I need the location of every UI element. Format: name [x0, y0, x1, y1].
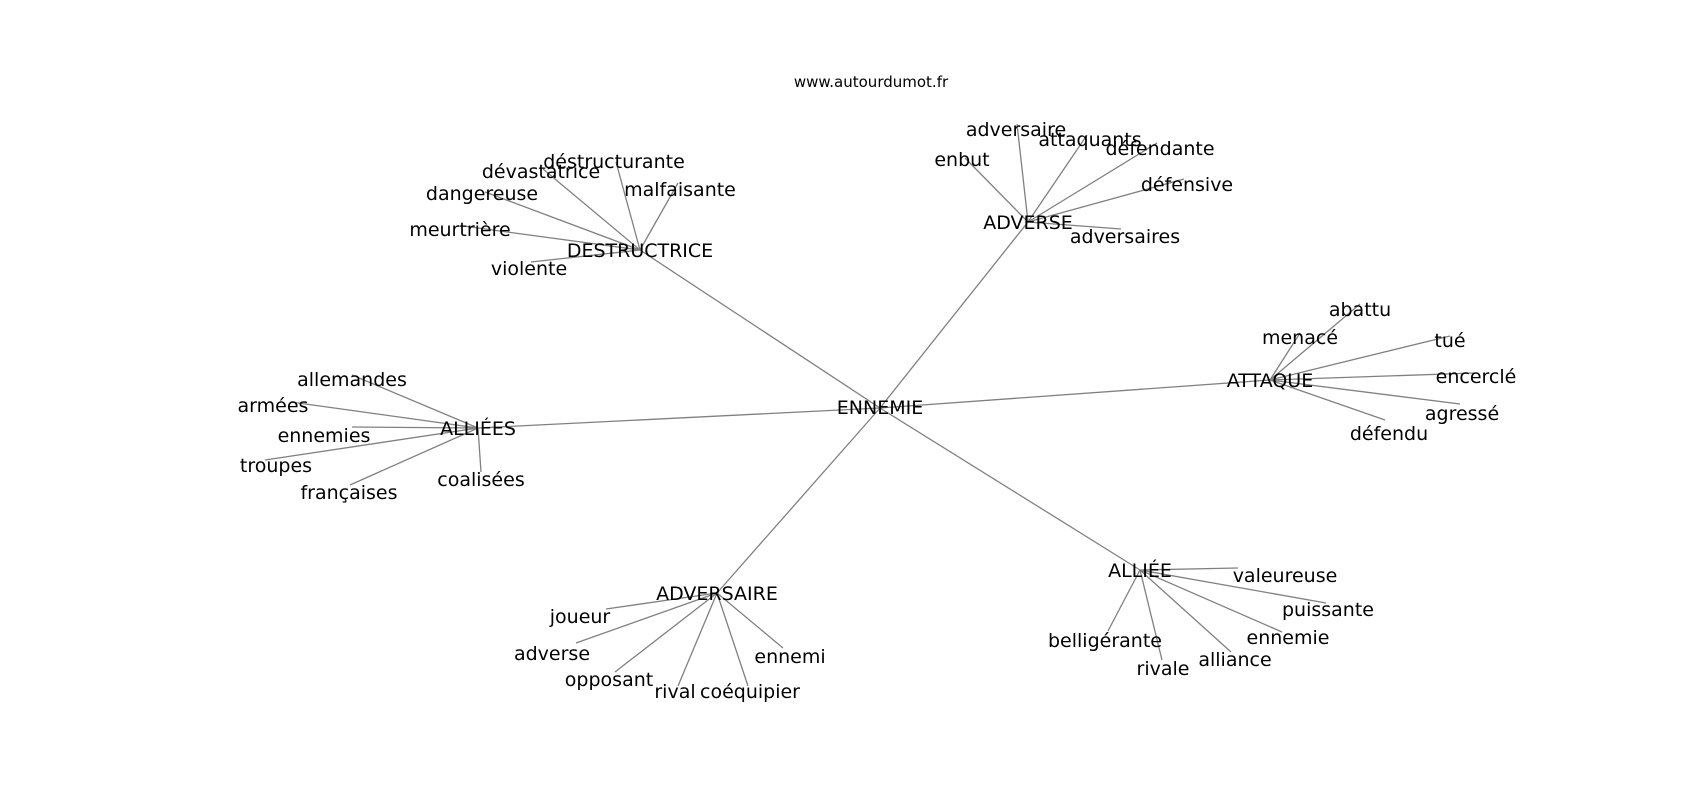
leaf-edge [1139, 567, 1239, 571]
leaf-edge [351, 426, 479, 429]
leaf-edge [477, 427, 482, 473]
leaf-edge [542, 168, 641, 251]
leaf-node: meurtrière [409, 219, 510, 241]
leaf-edge [484, 191, 641, 251]
leaf-edge [1107, 569, 1141, 632]
leaf-edge [290, 401, 479, 429]
leaf-node: belligérante [1048, 630, 1162, 652]
leaf-node: enbut [934, 149, 989, 171]
leaf-edge [1139, 569, 1163, 661]
leaf-edge [615, 161, 641, 251]
leaf-node: violente [491, 258, 567, 280]
leaf-edge [1269, 303, 1361, 381]
leaf-node: malfaisante [624, 179, 736, 201]
hub-node: ALLIÉES [440, 417, 516, 440]
leaf-edge [716, 592, 784, 649]
leaf-node: françaises [300, 482, 397, 504]
center-edge [639, 249, 881, 409]
center-edge [879, 407, 1141, 571]
leaf-node: attaquants [1038, 129, 1141, 151]
leaf-edge [1027, 134, 1088, 223]
leaf-edge [349, 427, 479, 486]
center-edge [477, 407, 881, 429]
leaf-edge [677, 592, 718, 687]
hub-node: DESTRUCTRICE [567, 240, 713, 262]
leaf-node: déstructurante [543, 151, 685, 173]
leaf-node: armées [238, 395, 309, 417]
leaf-edge [605, 592, 718, 610]
leaf-node: puissante [1282, 599, 1374, 621]
leaf-node: tué [1434, 330, 1465, 352]
leaf-node: coalisées [437, 469, 524, 491]
center-edge [879, 379, 1271, 409]
leaf-edge [1027, 142, 1158, 223]
leaf-node: alliance [1198, 649, 1271, 671]
leaf-node: dévastatrice [482, 161, 600, 183]
graph-edges [264, 123, 1476, 687]
leaf-node: rivale [1137, 658, 1190, 680]
leaf-node: encerclé [1436, 366, 1517, 388]
source-url: www.autourdumot.fr [794, 73, 949, 91]
leaf-edge [614, 592, 718, 673]
leaf-edge [716, 592, 749, 687]
leaf-edge [1269, 332, 1301, 381]
leaf-edge [1139, 569, 1327, 604]
leaf-node: coéquipier [700, 681, 800, 703]
hub-node: ADVERSAIRE [656, 583, 778, 605]
leaf-edge [1027, 221, 1122, 230]
leaf-node: défensive [1141, 174, 1233, 196]
leaf-node: abattu [1329, 299, 1391, 321]
leaf-edge [1269, 372, 1476, 381]
leaf-node: adversaires [1070, 226, 1180, 248]
leaf-node: opposant [565, 669, 653, 691]
leaf-node: ennemie [1247, 627, 1330, 649]
leaf-edge [351, 374, 479, 429]
leaf-edge [575, 592, 718, 644]
leaf-node: adversaire [966, 119, 1066, 141]
leaf-edge [1269, 335, 1451, 381]
hub-node: ALLIÉE [1108, 559, 1172, 582]
leaf-edge [1269, 379, 1386, 421]
leaf-node: dangereuse [426, 183, 538, 205]
center-node: ENNEMIE [837, 397, 923, 419]
leaf-edge [1269, 379, 1461, 405]
leaf-edge [639, 182, 679, 251]
leaf-edge [264, 427, 479, 461]
hub-node: ATTAQUE [1227, 370, 1313, 392]
leaf-node: allemandes [297, 369, 407, 391]
leaf-edge [1139, 569, 1232, 653]
leaf-edge [1139, 569, 1283, 633]
leaf-node: valeureuse [1233, 565, 1338, 587]
leaf-edge [462, 225, 641, 251]
leaf-edge [1016, 123, 1029, 223]
leaf-edge [964, 157, 1029, 223]
leaf-node: ennemies [278, 425, 371, 447]
leaf-node: adverse [514, 643, 590, 665]
leaf-node: agressé [1425, 403, 1499, 425]
leaf-node: rival [654, 681, 695, 703]
leaf-edge [1027, 178, 1185, 223]
leaf-node: joueur [549, 606, 611, 628]
hub-node: ADVERSE [983, 212, 1073, 234]
leaf-node: ennemi [754, 646, 825, 668]
leaf-node: défendu [1350, 423, 1428, 445]
leaf-node: menacé [1262, 327, 1338, 349]
center-edge [879, 221, 1029, 409]
graph-labels: www.autourdumot.fr ENNEMIE DESTRUCTRICE d… [238, 73, 1517, 703]
leaf-node: défendante [1105, 138, 1214, 160]
center-edge [716, 407, 881, 594]
leaf-edge [530, 249, 641, 263]
leaf-node: troupes [240, 455, 312, 477]
